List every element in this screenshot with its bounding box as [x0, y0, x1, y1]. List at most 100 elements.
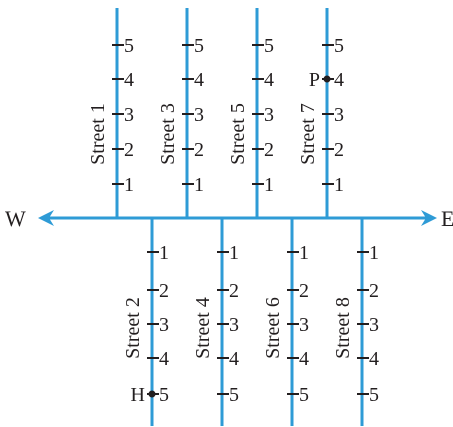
marker-1: 1 [252, 174, 274, 196]
marker-2: 2 [357, 280, 379, 302]
marker-3: 3 [252, 104, 274, 126]
south-street-street-2: Street 2 1 2 3 4 5 [122, 218, 169, 426]
street-label: Street 3 [157, 103, 179, 165]
svg-text:3: 3 [159, 314, 169, 336]
marker-4: 4 [252, 69, 274, 91]
marker-5: 5 [182, 35, 204, 57]
svg-text:5: 5 [369, 384, 379, 406]
marker-5: 5 [217, 384, 239, 406]
svg-text:1: 1 [264, 174, 274, 196]
svg-text:4: 4 [264, 69, 274, 91]
marker-5: 5 [252, 35, 274, 57]
marker-1: 1 [322, 174, 344, 196]
marker-4: 4 [182, 69, 204, 91]
marker-1: 1 [182, 174, 204, 196]
marker-2: 2 [322, 139, 344, 161]
street-label: Street 5 [227, 103, 249, 165]
point-p: P [309, 69, 331, 91]
marker-5: 5 [112, 35, 134, 57]
point-p-label: P [309, 69, 320, 91]
south-street-street-8: Street 8 1 2 3 4 5 [332, 218, 379, 426]
svg-text:3: 3 [369, 314, 379, 336]
svg-text:2: 2 [264, 139, 274, 161]
point-h: H [131, 384, 156, 406]
svg-text:4: 4 [334, 69, 344, 91]
marker-2: 2 [217, 280, 239, 302]
svg-text:4: 4 [369, 348, 379, 370]
svg-text:3: 3 [334, 104, 344, 126]
svg-text:3: 3 [299, 314, 309, 336]
svg-text:5: 5 [299, 384, 309, 406]
north-street-street-3: Street 3 1 2 3 4 5 [157, 8, 204, 218]
north-street-street-7: Street 7 1 2 3 4 5 [297, 8, 344, 218]
marker-1: 1 [112, 174, 134, 196]
svg-text:1: 1 [299, 242, 309, 264]
west-arrowhead [38, 210, 54, 226]
svg-text:2: 2 [194, 139, 204, 161]
north-street-street-5: Street 5 1 2 3 4 5 [227, 8, 274, 218]
svg-text:5: 5 [264, 35, 274, 57]
marker-1: 1 [357, 242, 379, 264]
south-street-street-4: Street 4 1 2 3 4 5 [192, 218, 239, 426]
svg-text:2: 2 [159, 280, 169, 302]
svg-text:4: 4 [124, 69, 134, 91]
svg-text:2: 2 [369, 280, 379, 302]
marker-2: 2 [182, 139, 204, 161]
svg-text:5: 5 [159, 384, 169, 406]
svg-text:4: 4 [159, 348, 169, 370]
svg-text:4: 4 [194, 69, 204, 91]
svg-text:5: 5 [229, 384, 239, 406]
svg-text:1: 1 [194, 174, 204, 196]
marker-1: 1 [217, 242, 239, 264]
marker-5: 5 [287, 384, 309, 406]
marker-2: 2 [112, 139, 134, 161]
marker-3: 3 [357, 314, 379, 336]
svg-text:3: 3 [229, 314, 239, 336]
street-label: Street 1 [87, 103, 109, 165]
svg-text:1: 1 [334, 174, 344, 196]
point-h-label: H [131, 384, 145, 406]
svg-text:2: 2 [124, 139, 134, 161]
svg-text:5: 5 [124, 35, 134, 57]
svg-text:2: 2 [334, 139, 344, 161]
south-street-street-6: Street 6 1 2 3 4 5 [262, 218, 309, 426]
marker-4: 4 [112, 69, 134, 91]
svg-text:3: 3 [194, 104, 204, 126]
marker-1: 1 [147, 242, 169, 264]
street-label: Street 7 [297, 103, 319, 165]
marker-3: 3 [322, 104, 344, 126]
marker-5: 5 [357, 384, 379, 406]
marker-4: 4 [357, 348, 379, 370]
marker-1: 1 [287, 242, 309, 264]
svg-text:1: 1 [124, 174, 134, 196]
marker-4: 4 [217, 348, 239, 370]
street-label: Street 8 [332, 297, 354, 359]
svg-text:5: 5 [194, 35, 204, 57]
svg-text:4: 4 [229, 348, 239, 370]
marker-3: 3 [287, 314, 309, 336]
marker-3: 3 [147, 314, 169, 336]
svg-text:1: 1 [229, 242, 239, 264]
east-arrowhead [421, 210, 437, 226]
svg-text:1: 1 [369, 242, 379, 264]
marker-2: 2 [287, 280, 309, 302]
point-h-dot [148, 390, 156, 398]
marker-3: 3 [112, 104, 134, 126]
svg-text:4: 4 [299, 348, 309, 370]
north-street-street-1: Street 1 1 2 3 4 5 [87, 8, 134, 218]
main-road: W E [5, 206, 453, 231]
east-label: E [441, 206, 453, 231]
marker-3: 3 [182, 104, 204, 126]
svg-text:1: 1 [159, 242, 169, 264]
marker-5: 5 [322, 35, 344, 57]
marker-4: 4 [147, 348, 169, 370]
svg-text:2: 2 [299, 280, 309, 302]
marker-2: 2 [252, 139, 274, 161]
street-label: Street 2 [122, 297, 144, 359]
svg-text:3: 3 [124, 104, 134, 126]
svg-text:3: 3 [264, 104, 274, 126]
point-p-dot [323, 75, 331, 83]
marker-4: 4 [287, 348, 309, 370]
